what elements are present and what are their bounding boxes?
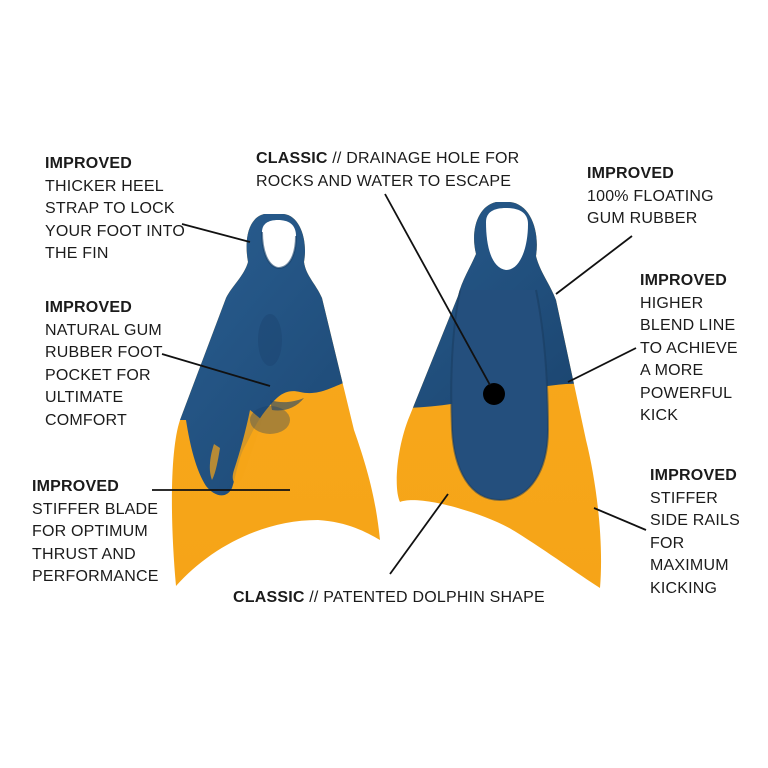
drainage-hole-mark [483,383,505,405]
callout-line: THRUST AND [32,545,136,563]
leader-blend-line [567,347,637,383]
callout-line: FOR OPTIMUM [32,523,148,540]
callout-tag: IMPROVED [587,165,674,182]
callout-tag: IMPROVED [650,467,737,484]
callout-blend-line: IMPROVED HIGHER BLEND LINE TO ACHIEVE A … [640,270,738,428]
callout-line: PERFORMANCE [32,568,159,585]
right-fin [396,202,602,588]
callout-tag: IMPROVED [45,155,132,172]
leader-floating [555,235,633,295]
callout-line: ULTIMATE [45,389,124,406]
callout-tag: CLASSIC [256,150,328,167]
leader-lines [152,193,647,575]
callout-line: YOUR FOOT INTO [45,222,185,240]
callout-line: NATURAL GUM [45,321,162,339]
callout-line: COMFORT [45,411,127,429]
callout-line: DRAINAGE HOLE FOR [346,150,520,167]
callout-side-rails: IMPROVED STIFFER SIDE RAILS FOR MAXIMUM … [650,465,740,600]
callout-line: HIGHER [640,294,704,312]
callout-separator: // [304,589,324,606]
callout-tag: IMPROVED [640,272,727,289]
leader-dolphin [389,493,449,575]
callout-foot-pocket: IMPROVED NATURAL GUM RUBBER FOOT POCKET … [45,297,163,432]
callout-heel-strap: IMPROVED THICKER HEEL STRAP TO LOCK YOUR… [45,153,185,266]
leader-drainage [384,193,491,386]
callout-line: TO ACHIEVE [640,339,738,357]
callout-separator: // [327,150,347,167]
callout-line: POWERFUL [640,384,733,402]
callout-line: THICKER HEEL [45,177,164,195]
leader-side-rails [593,507,647,531]
callout-line: STIFFER [650,489,719,507]
callout-line: FOR [650,534,685,552]
callout-line: RUBBER FOOT [45,344,163,361]
callout-line: STIFFER BLADE [32,500,159,518]
callout-line: BLEND LINE [640,317,736,334]
callout-line: 100% FLOATING [587,187,714,205]
left-fin [171,214,380,586]
leader-heel-strap [181,223,251,243]
callout-line: GUM RUBBER [587,210,698,227]
callout-line: POCKET FOR [45,366,151,384]
callout-floating: IMPROVED 100% FLOATING GUM RUBBER [587,163,714,231]
callout-drainage: CLASSIC // DRAINAGE HOLE FOR ROCKS AND W… [256,148,519,193]
callout-blade: IMPROVED STIFFER BLADE FOR OPTIMUM THRUS… [32,476,159,589]
callout-line: KICK [640,407,679,424]
callout-line: PATENTED DOLPHIN SHAPE [323,589,545,606]
leader-foot-pocket [161,353,271,387]
callout-line: KICKING [650,579,718,597]
callout-tag: IMPROVED [45,299,132,316]
callout-line: ROCKS AND WATER TO ESCAPE [256,172,512,190]
callout-line: MAXIMUM [650,557,729,574]
callout-line: SIDE RAILS [650,512,741,529]
callout-line: A MORE [640,362,704,379]
callout-line: STRAP TO LOCK [45,200,175,217]
callout-tag: IMPROVED [32,478,119,495]
callout-tag: CLASSIC [233,589,305,606]
callout-line: THE FIN [45,245,109,262]
callout-dolphin: CLASSIC // PATENTED DOLPHIN SHAPE [233,587,545,610]
